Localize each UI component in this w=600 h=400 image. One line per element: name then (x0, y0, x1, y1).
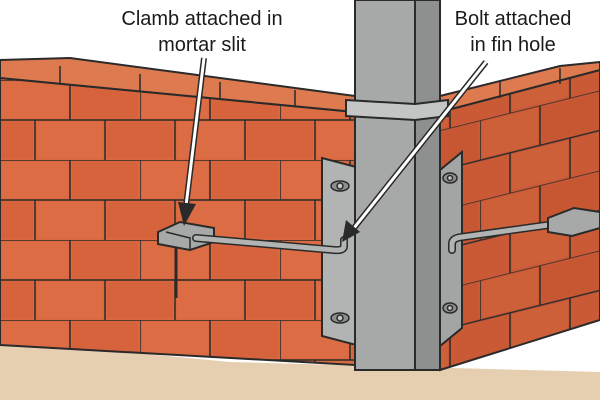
clamp-label: Clamb attached in mortar slit (96, 6, 308, 58)
wing-nut-icon (330, 180, 350, 192)
wing-nut-icon (442, 302, 458, 314)
ground (0, 340, 600, 400)
arrow-to-bolt (342, 60, 489, 242)
bolt-label-line-2: in fin hole (470, 34, 556, 56)
wing-nut-icon (442, 172, 458, 184)
bolt-label: Bolt attached in fin hole (430, 6, 596, 58)
clamp-label-line-1: Clamb attached in (121, 8, 283, 30)
wing-nut-icon (330, 312, 350, 324)
clamp-right (547, 206, 600, 238)
arrow-to-clamp (178, 57, 207, 226)
clamp-label-line-2: mortar slit (158, 34, 246, 56)
bolt-label-line-1: Bolt attached (454, 8, 572, 30)
steel-post-side (414, 0, 441, 371)
clamp-left (157, 220, 215, 252)
wall-front-face (0, 76, 356, 367)
post-collar (345, 98, 449, 122)
